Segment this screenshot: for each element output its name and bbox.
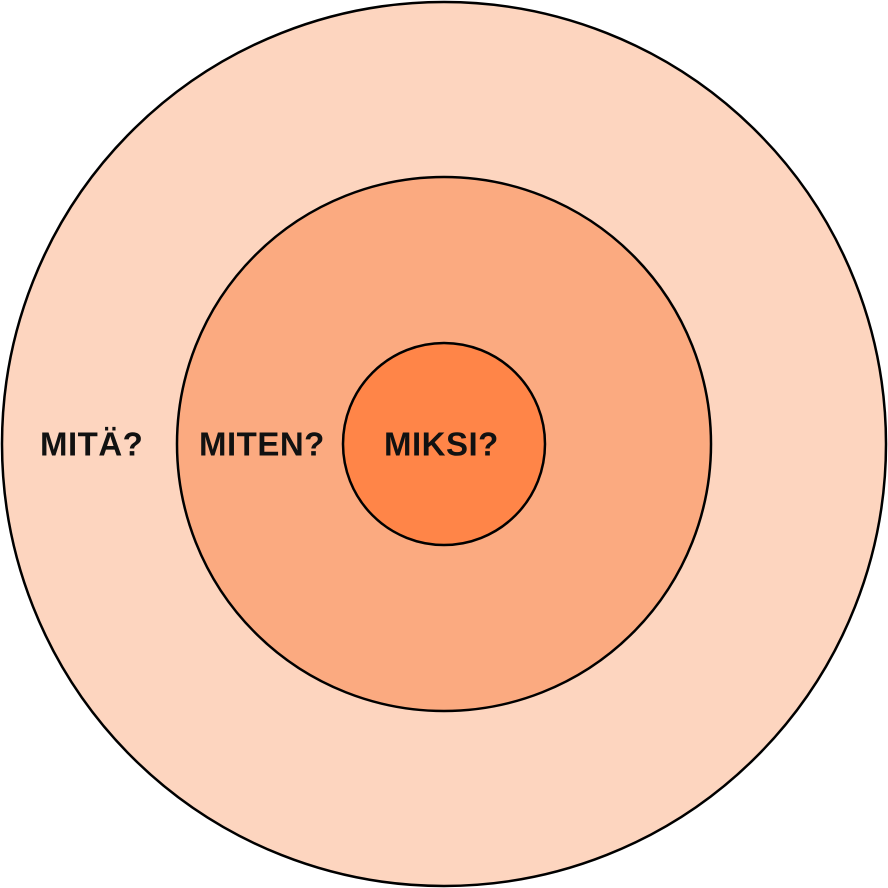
- label-miten: MITEN?: [199, 425, 325, 463]
- label-mita: MITÄ?: [40, 425, 144, 463]
- label-miksi: MIKSI?: [384, 425, 499, 463]
- inner-ring-why: [341, 341, 547, 547]
